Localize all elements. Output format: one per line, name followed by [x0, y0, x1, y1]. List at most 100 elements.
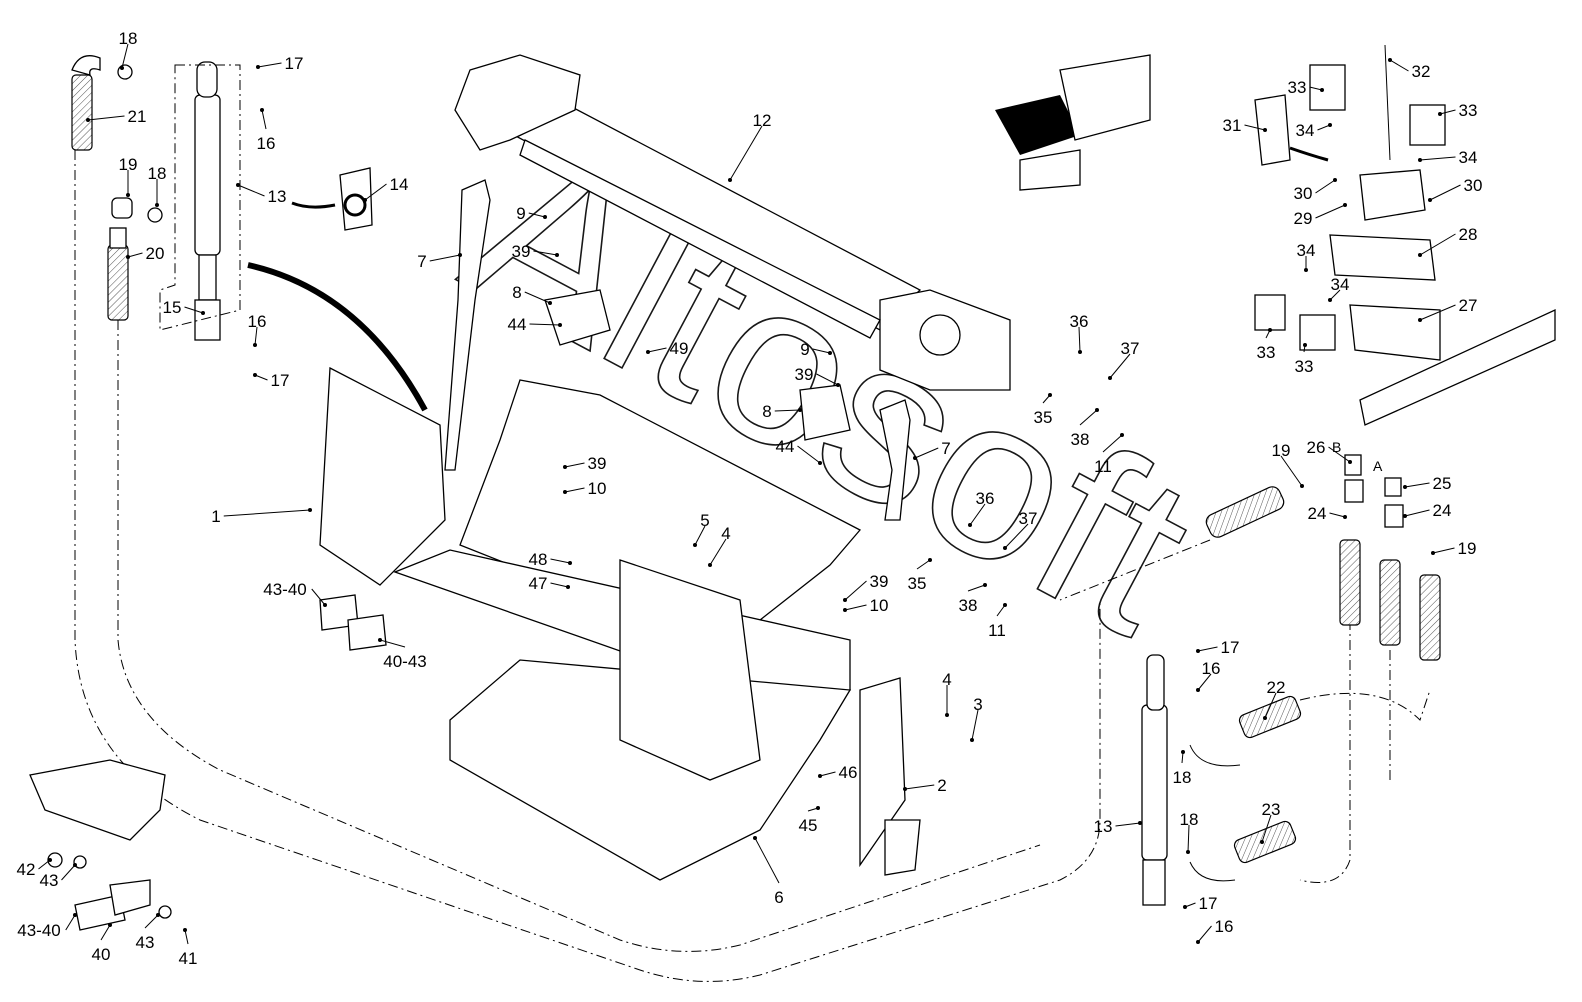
- leader-line: [254, 374, 268, 381]
- callout-39: 39: [795, 365, 840, 387]
- callout-number: 23: [1262, 800, 1281, 819]
- leader-dot: [566, 585, 570, 589]
- leader-dot: [728, 178, 732, 182]
- leader-dot: [126, 193, 130, 197]
- leader-dot: [1388, 58, 1392, 62]
- leader-dot: [363, 198, 367, 202]
- leader-line: [529, 323, 561, 326]
- leader-line: [564, 487, 585, 493]
- callout-number: 16: [1202, 659, 1221, 678]
- callout-number: 38: [959, 596, 978, 615]
- callout-14: 14: [363, 175, 408, 202]
- leader-line: [1079, 409, 1098, 426]
- leader-line: [754, 837, 780, 884]
- leader-line: [1115, 822, 1141, 827]
- port-label-b: B: [1332, 439, 1341, 455]
- callout-18: 18: [1173, 750, 1192, 787]
- callout-5: 5: [693, 511, 710, 547]
- callout-number: 19: [119, 155, 138, 174]
- callout-33: 33: [1257, 328, 1275, 362]
- leader-line: [1389, 59, 1409, 72]
- callout-8: 8: [512, 283, 552, 305]
- callout-42: 42: [17, 858, 52, 879]
- callout-38: 38: [1071, 408, 1099, 449]
- callout-4: 4: [708, 524, 731, 567]
- leader-line: [127, 252, 143, 258]
- callout-19: 19: [1431, 539, 1476, 558]
- leader-dot: [73, 913, 77, 917]
- leader-dot: [563, 465, 567, 469]
- leader-dot: [256, 65, 260, 69]
- leader-line: [1187, 824, 1190, 853]
- callout-12: 12: [728, 111, 771, 182]
- callout-32: 32: [1388, 58, 1430, 81]
- callout-48: 48: [529, 550, 572, 569]
- callout-11: 11: [988, 603, 1007, 640]
- callout-16: 16: [248, 312, 266, 347]
- leader-dot: [543, 215, 547, 219]
- callout-9: 9: [516, 204, 547, 223]
- hose-21: [71, 55, 101, 151]
- callout-number: 37: [1019, 509, 1038, 528]
- callout-28: 28: [1418, 225, 1477, 257]
- callout-number: 30: [1464, 176, 1483, 195]
- leader-line: [564, 462, 585, 468]
- leader-dot: [563, 490, 567, 494]
- callout-number: 10: [588, 479, 607, 498]
- leader-line: [550, 582, 569, 588]
- leader-dot: [108, 923, 112, 927]
- callout-number: 4: [721, 524, 730, 543]
- leader-dot: [693, 543, 697, 547]
- callout-number: 26: [1307, 438, 1326, 457]
- leader-dot: [1348, 460, 1352, 464]
- leader-dot: [308, 508, 312, 512]
- callout-47: 47: [529, 574, 570, 593]
- leader-line: [1429, 184, 1461, 201]
- callout-16: 16: [257, 108, 275, 153]
- leader-dot: [1181, 750, 1185, 754]
- leader-dot: [1343, 203, 1347, 207]
- leader-dot: [568, 561, 572, 565]
- callout-number: 1: [211, 507, 220, 526]
- callout-number: 32: [1412, 62, 1431, 81]
- leader-line: [1244, 124, 1266, 131]
- leader-dot: [155, 203, 159, 207]
- leader-dot: [945, 713, 949, 717]
- callout-number: 31: [1223, 116, 1242, 135]
- callout-1: 1: [211, 507, 312, 526]
- leader-line: [904, 784, 935, 790]
- leader-dot: [253, 343, 257, 347]
- callout-19: 19: [1272, 441, 1304, 488]
- callout-number: 24: [1433, 501, 1452, 520]
- leader-dot: [48, 858, 52, 862]
- callout-43: 43: [136, 913, 160, 952]
- leader-dot: [816, 806, 820, 810]
- leader-dot: [1304, 268, 1308, 272]
- leader-line: [844, 604, 867, 611]
- leader-line: [237, 184, 265, 197]
- callout-number: 39: [512, 242, 531, 261]
- leader-dot: [1403, 514, 1407, 518]
- leader-dot: [1431, 551, 1435, 555]
- leader-dot: [1183, 905, 1187, 909]
- leader-line: [528, 212, 546, 218]
- detail-inset: [29, 759, 172, 931]
- callout-number: 43: [136, 933, 155, 952]
- callout-34: 34: [1296, 121, 1332, 140]
- callout-number: 43: [40, 871, 59, 890]
- callout-number: 41: [179, 949, 198, 968]
- callout-number: 34: [1459, 148, 1478, 167]
- callout-number: 12: [753, 111, 772, 130]
- leader-line: [311, 588, 326, 606]
- leader-dot: [555, 253, 559, 257]
- callout-30: 30: [1428, 176, 1482, 202]
- callout-34: 34: [1297, 241, 1315, 272]
- leader-line: [1329, 512, 1346, 518]
- callout-number: 18: [1173, 768, 1192, 787]
- callout-number: 8: [512, 283, 521, 302]
- leader-dot: [1108, 376, 1112, 380]
- callout-18: 18: [1180, 810, 1198, 854]
- callout-23: 23: [1260, 800, 1280, 844]
- callout-44: 44: [508, 315, 562, 334]
